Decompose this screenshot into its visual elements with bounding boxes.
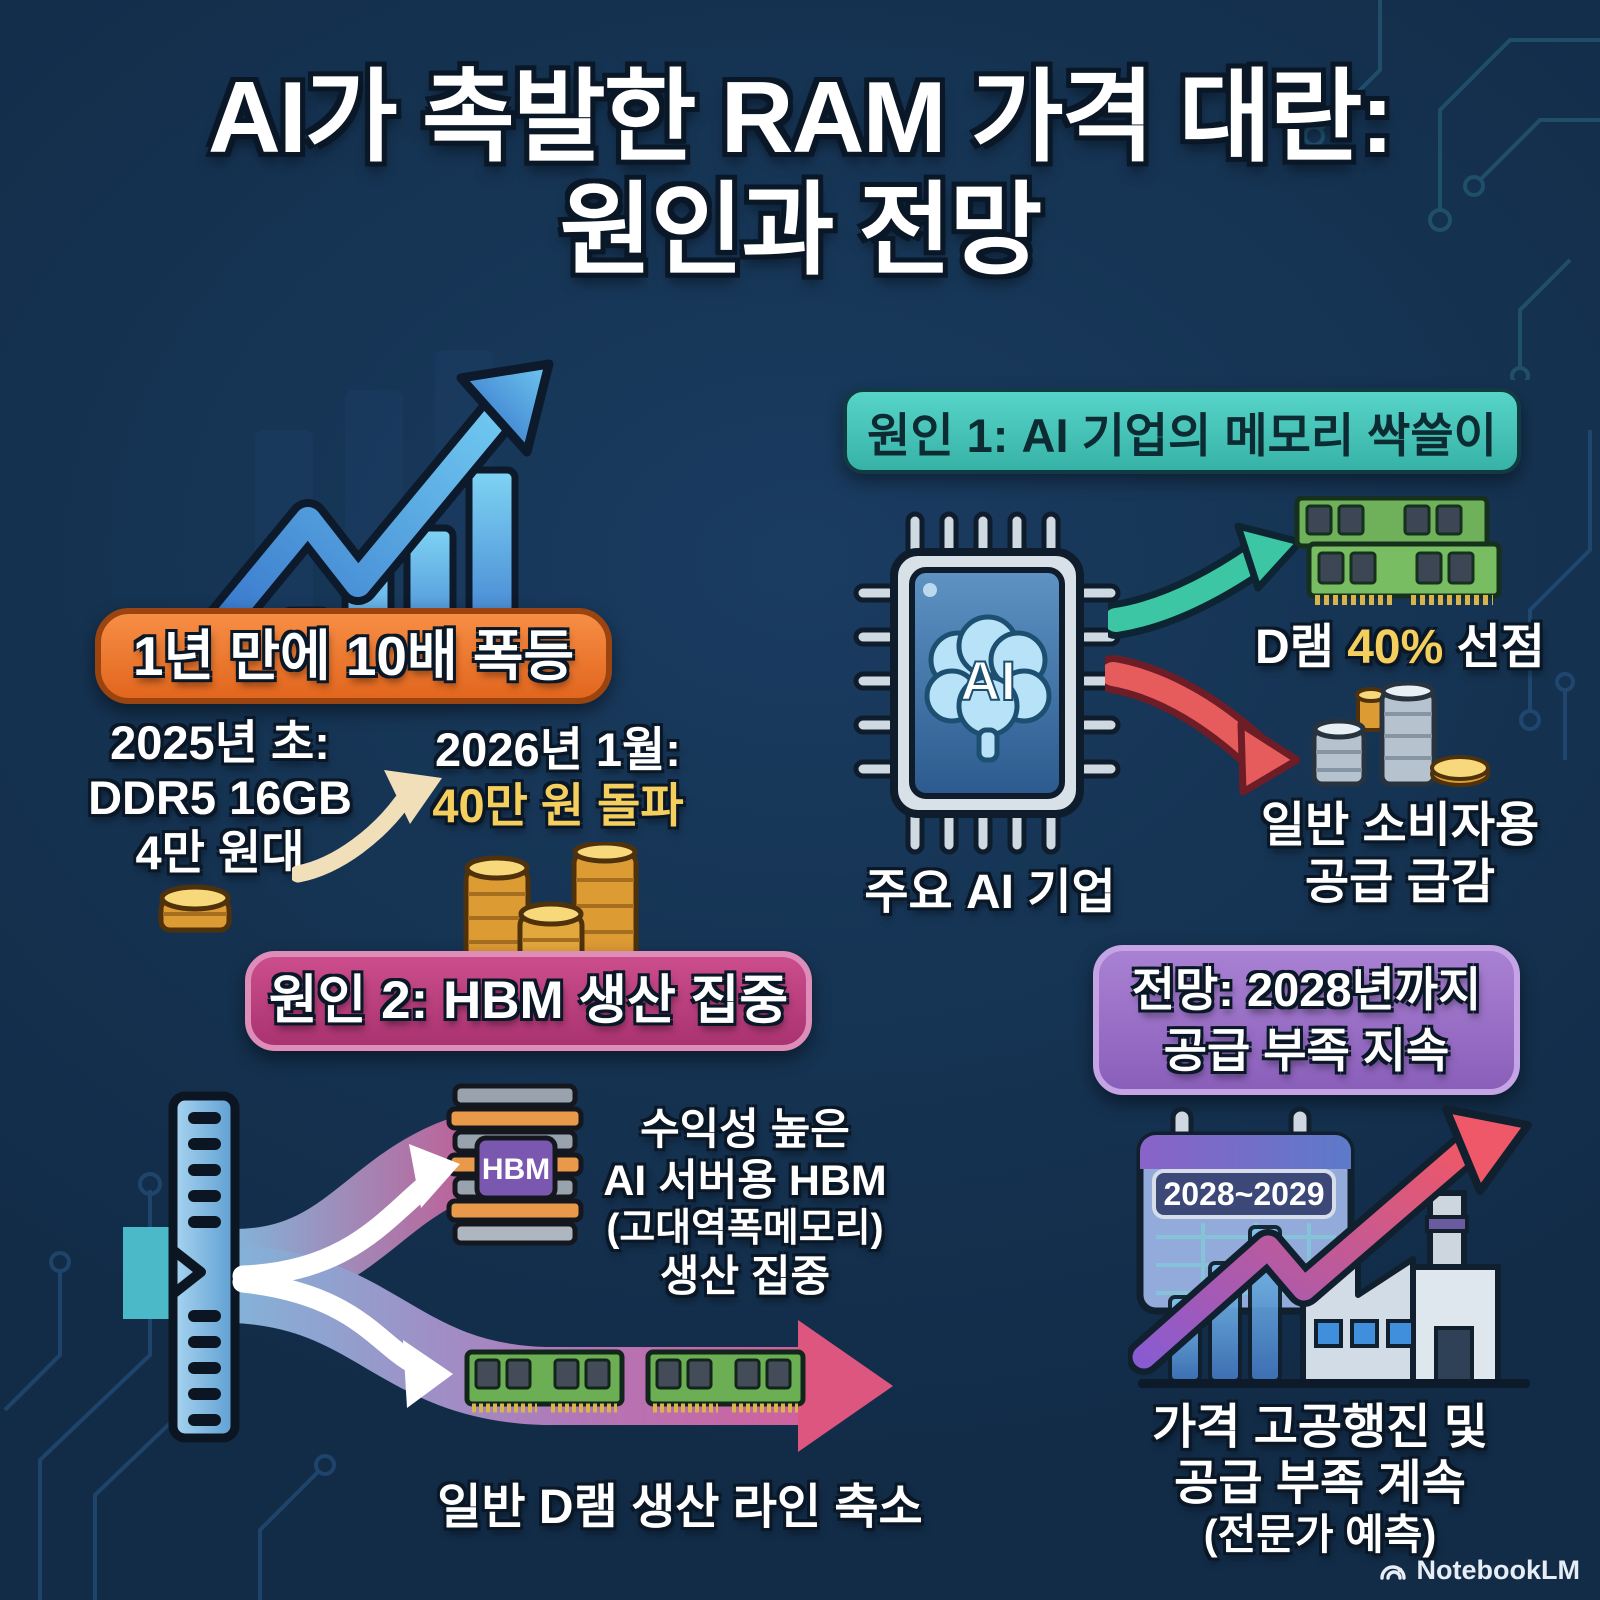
consumer-caption-line1: 일반 소비자용 [1260,799,1540,852]
calendar-year-text: 2028~2029 [1163,1176,1324,1212]
outlook-caption: 가격 고공행진 및 공급 부족 계속 (전문가 예측) [1095,1400,1545,1560]
page-title: AI가 촉발한 RAM 가격 대란: 원인과 전망 [0,62,1600,288]
hbm-caption-line4: 생산 집중 [659,1253,831,1302]
consumer-caption-line2: 공급 급감 [1305,855,1495,909]
ram-module [1306,541,1502,605]
coin-stack [571,842,639,973]
price-after-text: 2026년 1월: 40만 원 돌파 [408,722,708,835]
arrow-to-consumer-icon [1105,655,1300,796]
dram-share-post: 선점 [1443,621,1545,674]
outlook-badge-line2: 공급 부족 지속 [1163,1024,1450,1077]
chip-ai-text: AI [960,649,1016,712]
price-before-line3: 4만 원대 [135,825,305,879]
arrow-to-ram-icon [1108,522,1303,639]
dimm-module-on-band [645,1349,806,1413]
cause1-badge-label: 원인 1: AI 기업의 메모리 싹쓸이 [867,408,1497,462]
dram-share-highlight: 40% [1347,621,1444,674]
ram-module [1294,496,1490,549]
ai-chip-icon: AI [853,511,1121,855]
dimm-module-on-band [464,1349,625,1413]
cause2-badge: 원인 2: HBM 생산 집중 [245,951,812,1051]
coin-stack-small-icon [158,884,232,933]
hbm-caption: 수익성 높은 AI 서버용 HBM (고대역폭메모리) 생산 집중 [595,1105,895,1303]
price-after-line1: 2026년 1월: [435,723,681,776]
cause1-badge: 원인 1: AI 기업의 메모리 싹쓸이 [843,388,1521,474]
outlook-baseline [1138,1379,1530,1388]
outlook-trend-arrow [1128,1105,1532,1375]
outlook-badge-line1: 전망: 2028년까지 [1131,962,1482,1016]
outlook-caption-line2: 공급 부족 계속 [1174,1456,1466,1510]
hbm-caption-line1: 수익성 높은 [640,1106,850,1154]
coin-stack-silver-tall [1379,682,1437,787]
circuit-trace-right-mid [1519,430,1592,760]
outlook-badge: 전망: 2028년까지 공급 부족 지속 [1093,945,1520,1095]
dram-share-caption: D램 40% 선점 [1240,620,1560,677]
coin-gold-flat [1430,755,1490,787]
circuit-trace-top-right [1303,0,1600,380]
price-surge-badge-label: 1년 만에 10배 폭등 [132,624,575,687]
price-before-line1: 2025년 초: [110,716,330,769]
ai-chip-caption: 주요 AI 기업 [864,866,1116,919]
hbm-caption-line2: AI 서버용 HBM [603,1156,887,1205]
chip-pins [853,511,1121,855]
hbm-stack-icon: HBM [446,1083,584,1246]
chip-brain [924,614,1052,763]
watermark: NotebookLM [1379,1555,1580,1586]
consumer-caption: 일반 소비자용 공급 급감 [1240,798,1560,911]
page-title-line2: 원인과 전망 [559,175,1043,288]
outlook-caption-line3: (전문가 예측) [1203,1511,1437,1559]
price-before-line2: DDR5 16GB [88,770,352,824]
vertical-dimm-icon [168,1091,240,1443]
price-before-text: 2025년 초: DDR5 16GB 4만 원대 [50,716,390,881]
cause2-badge-label: 원인 2: HBM 생산 집중 [268,970,789,1030]
notebooklm-logo-icon [1379,1564,1406,1580]
watermark-label: NotebookLM [1416,1555,1580,1585]
price-surge-badge: 1년 만에 10배 폭등 [95,608,612,704]
band-arrowhead [798,1320,893,1452]
outlook-badge-label: 전망: 2028년까지 공급 부족 지속 [1132,959,1481,1081]
dram-reduction-caption: 일반 D램 생산 라인 축소 [437,1481,923,1534]
fork-white-arrows [232,1144,460,1408]
outlook-illustration: 2028~2029 [1128,1105,1532,1388]
surge-curved-arrow-icon [292,770,442,883]
hbm-caption-line3: (고대역폭메모리) [606,1207,884,1251]
price-after-line2: 40만 원 돌파 [432,779,684,833]
outlook-caption-line1: 가격 고공행진 및 [1152,1401,1488,1454]
dram-share-pre: D램 [1255,621,1348,674]
consumer-coins-icon [1311,682,1490,787]
production-fork-diagram: HBM [123,1083,893,1452]
chart-trend-arrow [152,359,554,702]
coin-stack-silver-short [1311,718,1367,787]
page-title-line1: AI가 촉발한 RAM 가격 대란: [207,62,1394,174]
hbm-chip-text: HBM [482,1153,550,1186]
ram-modules-icon [1294,496,1502,605]
